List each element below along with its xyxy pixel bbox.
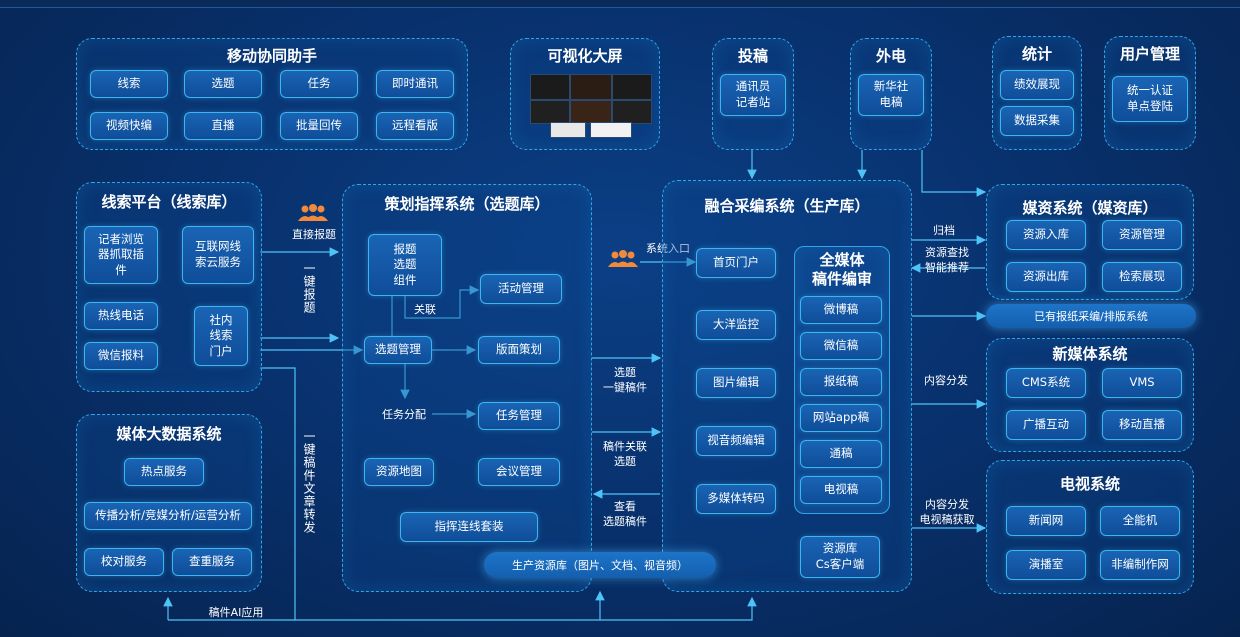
media-assets-manage[interactable]: 资源管理 xyxy=(1102,220,1182,250)
bigdata-hotspot[interactable]: 热点服务 xyxy=(124,458,204,486)
fusion-title: 融合采编系统（生产库） xyxy=(704,197,870,215)
clue-wechat[interactable]: 微信报料 xyxy=(84,342,158,370)
label-archive: 归档 xyxy=(933,224,955,237)
allmedia-general[interactable]: 通稿 xyxy=(800,440,882,468)
user-mgmt-title: 用户管理 xyxy=(1119,45,1180,63)
planning-task-mgmt[interactable]: 任务管理 xyxy=(478,402,560,430)
mobile-item-batch[interactable]: 批量回传 xyxy=(280,112,358,140)
label-direct-report: 直接报题 xyxy=(292,228,336,241)
newmedia-cms[interactable]: CMS系统 xyxy=(1006,368,1086,398)
newmedia-mobile-live[interactable]: 移动直播 xyxy=(1102,410,1182,440)
allmedia-tv[interactable]: 电视稿 xyxy=(800,476,882,504)
tv-title: 电视系统 xyxy=(1059,475,1120,493)
tv-news-net[interactable]: 新闻网 xyxy=(1006,506,1086,536)
label-view-topic: 查看 选题稿件 xyxy=(603,500,647,528)
newmedia-vms[interactable]: VMS xyxy=(1102,368,1182,398)
stats-item-collection[interactable]: 数据采集 xyxy=(1000,106,1074,136)
label-content-dist: 内容分发 xyxy=(924,374,968,387)
planning-activity[interactable]: 活动管理 xyxy=(480,274,562,304)
planning-meeting[interactable]: 会议管理 xyxy=(478,458,560,486)
allmedia-title: 全媒体 稿件编审 xyxy=(811,251,872,288)
planning-report-group[interactable]: 报题 选题 组件 xyxy=(368,234,442,296)
allmedia-newspaper[interactable]: 报纸稿 xyxy=(800,368,882,396)
label-system-entry: 系统入口 xyxy=(646,242,690,255)
allmedia-web-app[interactable]: 网站app稿 xyxy=(800,404,882,432)
planning-resource-map[interactable]: 资源地图 xyxy=(364,458,434,486)
mobile-item-video-edit[interactable]: 视频快编 xyxy=(90,112,168,140)
user-mgmt-item[interactable]: 统一认证 单点登陆 xyxy=(1112,76,1188,122)
newmedia-title: 新媒体系统 xyxy=(1052,345,1128,363)
fusion-av-edit[interactable]: 视音频编辑 xyxy=(696,426,776,456)
bigdata-proofread[interactable]: 校对服务 xyxy=(84,548,164,576)
stats-title: 统计 xyxy=(1021,45,1052,63)
big-screen-title: 可视化大屏 xyxy=(547,47,623,65)
clue-platform-title: 线索平台（线索库） xyxy=(101,193,237,211)
media-assets-export[interactable]: 资源出库 xyxy=(1006,262,1086,292)
big-screen-thumbnail xyxy=(530,74,652,138)
label-manuscript-link: 稿件关联 选题 xyxy=(603,440,647,468)
fusion-monitor[interactable]: 大洋监控 xyxy=(696,310,776,340)
media-assets-ingest[interactable]: 资源入库 xyxy=(1006,220,1086,250)
clue-portal[interactable]: 社内 线索 门户 xyxy=(194,306,248,366)
bigdata-title: 媒体大数据系统 xyxy=(116,425,222,443)
planning-title: 策划指挥系统（选题库） xyxy=(384,195,550,213)
allmedia-weibo[interactable]: 微博稿 xyxy=(800,296,882,324)
fusion-transcode[interactable]: 多媒体转码 xyxy=(696,484,776,514)
mobile-item-remote[interactable]: 远程看版 xyxy=(376,112,454,140)
label-content-dist-tv: 内容分发 电视稿获取 xyxy=(919,498,975,526)
label-ai-app: 稿件AI应用 xyxy=(208,606,264,619)
planning-command[interactable]: 指挥连线套装 xyxy=(400,512,538,542)
clue-cloud-service[interactable]: 互联网线 索云服务 xyxy=(182,226,254,284)
label-link: 关联 xyxy=(414,303,436,316)
planning-topic-mgmt[interactable]: 选题管理 xyxy=(364,336,432,364)
wire-title: 外电 xyxy=(875,47,906,65)
wire-item[interactable]: 新华社 电稿 xyxy=(858,74,924,116)
mobile-item-task[interactable]: 任务 xyxy=(280,70,358,98)
stats-item-performance[interactable]: 绩效展现 xyxy=(1000,70,1074,100)
people-icon xyxy=(606,250,640,268)
tv-studio[interactable]: 演播室 xyxy=(1006,550,1086,580)
label-one-click-report: 一键报题 xyxy=(302,262,316,314)
label-one-click-forward: 一键稿件文章转发 xyxy=(302,430,316,534)
allmedia-wechat[interactable]: 微信稿 xyxy=(800,332,882,360)
fusion-home-portal[interactable]: 首页门户 xyxy=(696,248,776,278)
fusion-cs-client[interactable]: 资源库 Cs客户端 xyxy=(800,536,880,578)
media-assets-search[interactable]: 检索展现 xyxy=(1102,262,1182,292)
submit-title: 投稿 xyxy=(737,47,768,65)
clue-browser-plugin[interactable]: 记者浏览 器抓取插 件 xyxy=(84,226,158,284)
mobile-item-topic[interactable]: 选题 xyxy=(184,70,262,98)
bigdata-analysis[interactable]: 传播分析/竞媒分析/运营分析 xyxy=(84,502,252,530)
tv-nle[interactable]: 非编制作网 xyxy=(1100,550,1180,580)
label-resource-search: 资源查找 智能推荐 xyxy=(925,246,969,274)
media-assets-title: 媒资系统（媒资库） xyxy=(1022,199,1158,217)
existing-newspaper-system[interactable]: 已有报纸采编/排版系统 xyxy=(986,304,1196,328)
label-topic-one-click: 选题 一键稿件 xyxy=(603,366,647,394)
top-bar xyxy=(0,0,1240,8)
mobile-item-im[interactable]: 即时通讯 xyxy=(376,70,454,98)
planning-layout[interactable]: 版面策划 xyxy=(478,336,560,364)
newmedia-broadcast[interactable]: 广播互动 xyxy=(1006,410,1086,440)
people-icon xyxy=(296,204,330,222)
submit-item[interactable]: 通讯员 记者站 xyxy=(720,74,786,116)
label-task-assign: 任务分配 xyxy=(382,408,426,421)
fusion-image-edit[interactable]: 图片编辑 xyxy=(696,368,776,398)
production-library[interactable]: 生产资源库（图片、文档、视音频） xyxy=(484,552,716,578)
mobile-item-clue[interactable]: 线索 xyxy=(90,70,168,98)
tv-all-in-one[interactable]: 全能机 xyxy=(1100,506,1180,536)
clue-hotline[interactable]: 热线电话 xyxy=(84,302,158,330)
mobile-item-live[interactable]: 直播 xyxy=(184,112,262,140)
bigdata-dedup[interactable]: 查重服务 xyxy=(172,548,252,576)
mobile-assistant-title: 移动协同助手 xyxy=(226,47,317,65)
